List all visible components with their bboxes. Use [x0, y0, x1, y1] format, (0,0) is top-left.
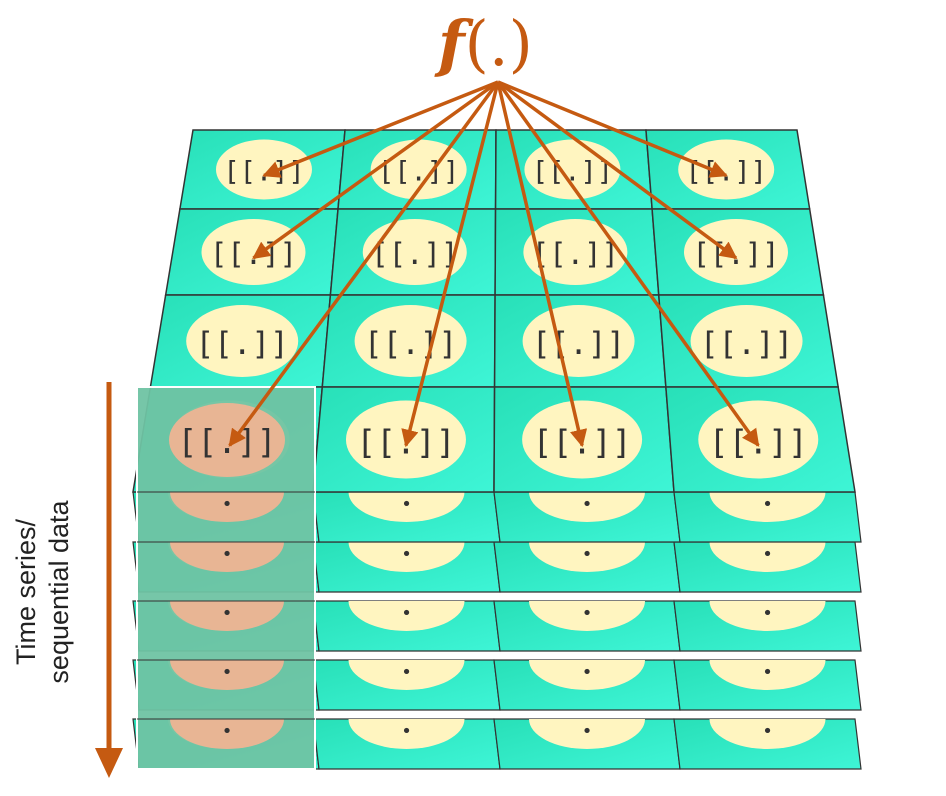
- function-arrow: [228, 80, 500, 447]
- function-label: f(.): [438, 4, 558, 84]
- function-args: (.): [464, 7, 533, 80]
- highlight-oval: [169, 403, 285, 477]
- function-arrow: [496, 81, 588, 448]
- layer-oval: [348, 601, 465, 631]
- layer-oval: [348, 719, 465, 749]
- layer-dot: •: [401, 603, 412, 624]
- highlight-layer-oval: [170, 719, 284, 749]
- function-arrow: [496, 80, 738, 260]
- cell-label: [[.]]: [692, 237, 779, 271]
- cell-oval: [522, 305, 635, 377]
- layer-oval: [529, 660, 645, 690]
- cell-label: [[.]]: [532, 237, 619, 271]
- highlight-layer-dot: •: [222, 603, 233, 624]
- layer-dot: •: [401, 721, 412, 742]
- layer-dot: •: [582, 603, 593, 624]
- layer-dot: •: [582, 721, 593, 742]
- layer-oval: [529, 492, 645, 522]
- highlight-layer-oval: [170, 660, 284, 690]
- layer-oval: [709, 601, 826, 632]
- cell-label: [[.]]: [532, 157, 613, 188]
- function-arrow: [252, 80, 500, 260]
- cell-label: [[.]]: [364, 326, 457, 362]
- time-axis-arrowhead: [95, 748, 123, 778]
- cell-label: [[.]]: [223, 157, 304, 188]
- cell-label: [[.]]: [700, 326, 793, 362]
- layer-oval: [529, 601, 645, 631]
- layer-dot: •: [582, 494, 593, 515]
- highlight-layer-dot: •: [222, 662, 233, 683]
- highlight-column: [136, 386, 316, 770]
- layer-dot: •: [762, 603, 773, 624]
- time-layer: • • • •: [132, 491, 862, 543]
- layer-oval: [348, 660, 465, 690]
- cell-label: [[.]]: [532, 326, 625, 362]
- function-name: f: [438, 7, 465, 80]
- cell-oval: [186, 305, 299, 377]
- layer-dot: •: [582, 544, 593, 565]
- cell-oval: [362, 219, 467, 285]
- function-arrow: [496, 80, 760, 447]
- layer-dot: •: [762, 721, 773, 742]
- highlight-layer-oval: [170, 492, 284, 522]
- function-arrow: [262, 80, 499, 178]
- highlight-layer-dot: •: [222, 721, 233, 742]
- highlight-cell-label: [[.]]: [177, 422, 276, 461]
- cell-label: [[.]]: [196, 326, 289, 362]
- cell-label: [[.]]: [371, 237, 458, 271]
- layer-dot: •: [401, 544, 412, 565]
- layer-dot: •: [762, 662, 773, 683]
- layer-dot: •: [401, 662, 412, 683]
- cell-oval: [690, 305, 803, 377]
- layer-oval: [529, 719, 645, 749]
- time-axis-label: Time series/ sequential data: [10, 452, 80, 732]
- cell-label: [[.]]: [709, 423, 808, 462]
- highlight-layer-dot: •: [222, 544, 233, 565]
- layer-dot: •: [582, 662, 593, 683]
- cell-label: [[.]]: [378, 157, 459, 188]
- highlight-layer-oval: [170, 542, 284, 572]
- time-axis-label-line2: sequential data: [44, 500, 74, 684]
- time-layer: • • • •: [132, 718, 862, 770]
- layer-dot: •: [762, 494, 773, 515]
- layer-oval: [709, 660, 826, 691]
- layer-oval: [529, 542, 645, 572]
- cell-oval: [523, 219, 628, 285]
- highlight-layer-dot: •: [222, 494, 233, 515]
- cell-label: [[.]]: [686, 157, 767, 188]
- layer-oval: [709, 542, 826, 572]
- function-arrow: [401, 81, 500, 448]
- layer-dot: •: [762, 544, 773, 565]
- layer-dot: •: [401, 494, 412, 515]
- layer-oval: [709, 492, 826, 523]
- top-grid: [[.]] [[.]] [[.]] [[.]] [[.]] [[.]] [[.]] [[.]]…: [132, 129, 856, 493]
- highlight-layer-oval: [170, 601, 284, 631]
- layer-oval: [709, 719, 826, 749]
- function-arrow: [497, 80, 728, 178]
- time-axis-label-line1: Time series/: [11, 518, 41, 666]
- cell-label: [[.]]: [210, 237, 297, 271]
- layer-oval: [348, 492, 465, 522]
- layer-oval: [348, 542, 465, 572]
